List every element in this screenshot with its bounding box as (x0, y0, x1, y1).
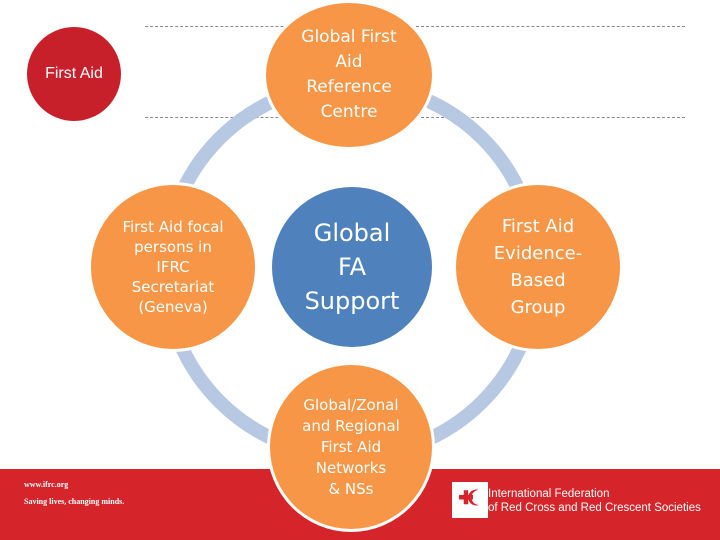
first-aid-badge: First Aid (27, 27, 121, 121)
node-right-label: First Aid Evidence- Based Group (493, 216, 583, 318)
node-first-aid-focal-persons: First Aid focal persons in IFRC Secretar… (88, 182, 258, 352)
first-aid-badge-label: First Aid (45, 65, 103, 82)
organization-name-line1: International Federation (488, 488, 610, 500)
red-cross-red-crescent-logo-icon (452, 482, 488, 518)
footer-slogan: Saving lives, changing minds. (24, 497, 125, 506)
node-center-label: Global FA Support (304, 219, 400, 315)
node-left-label: First Aid focal persons in IFRC Secretar… (122, 218, 224, 316)
node-first-aid-evidence-based-group: First Aid Evidence- Based Group (453, 182, 623, 352)
node-global-zonal-regional-networks: Global/Zonal and Regional First Aid Netw… (267, 362, 435, 532)
organization-name-line2: of Red Cross and Red Crescent Societies (488, 502, 701, 514)
node-bottom-label: Global/Zonal and Regional First Aid Netw… (302, 395, 400, 498)
node-top-label: Global First Aid Reference Centre (301, 27, 397, 122)
organization-name: International Federation of Red Cross an… (488, 487, 701, 515)
footer-url[interactable]: www.ifrc.org (24, 480, 69, 489)
node-global-fa-support: Global FA Support (269, 184, 435, 350)
node-global-first-aid-reference-centre: Global First Aid Reference Centre (263, 0, 435, 150)
